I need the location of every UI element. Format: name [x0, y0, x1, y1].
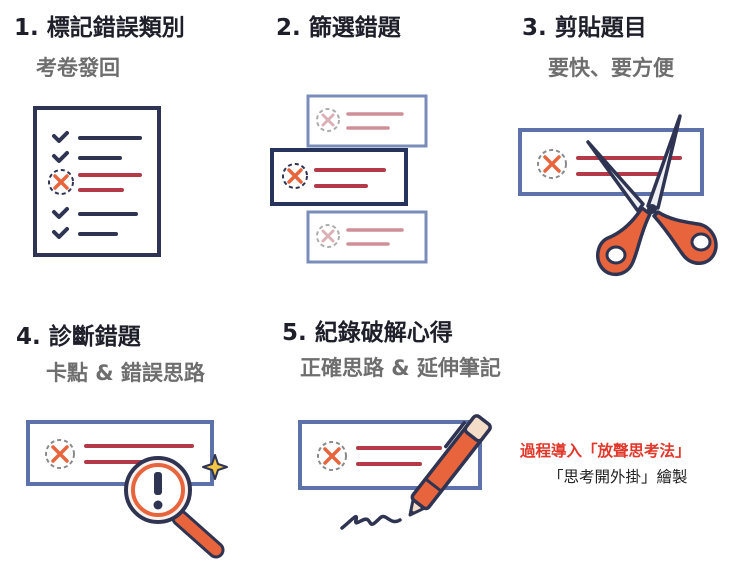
step-4-subtitle: 卡點 & 錯誤思路	[46, 361, 205, 385]
error-x-icon	[316, 224, 340, 248]
signature-scribble-icon	[340, 514, 402, 530]
magnifying-glass-icon	[124, 456, 225, 559]
author-credit-line: 「思考開外掛」繪製	[548, 468, 688, 486]
error-x-icon	[45, 439, 75, 469]
step-5-subtitle: 正確思路 & 延伸筆記	[300, 356, 501, 380]
sparkle-icon	[202, 454, 228, 480]
check-mark-icon	[52, 227, 69, 239]
scissors-icon	[586, 114, 718, 277]
checklist-illustration	[33, 106, 161, 257]
step-3-subtitle: 要快、要方便	[548, 56, 674, 80]
error-x-icon	[316, 108, 340, 132]
check-mark-icon	[52, 151, 69, 163]
step-1-title: 1. 標記錯誤類別	[14, 15, 185, 41]
scissors-illustration	[518, 114, 718, 277]
step-1-subtitle: 考卷發回	[36, 56, 120, 80]
error-x-icon	[282, 163, 308, 189]
error-x-icon	[317, 441, 347, 471]
step-4-title: 4. 診斷錯題	[16, 324, 141, 350]
magnifier-illustration	[26, 420, 228, 559]
check-mark-icon	[52, 131, 69, 143]
filter-cards-illustration	[270, 94, 428, 264]
pen-note-illustration	[298, 414, 492, 530]
error-x-icon	[537, 149, 567, 179]
error-x-icon	[48, 169, 74, 195]
step-3-title: 3. 剪貼題目	[522, 15, 647, 41]
step-5-title: 5. 紀錄破解心得	[282, 320, 453, 346]
step-2-title: 2. 篩選錯題	[276, 15, 401, 41]
check-mark-icon	[52, 207, 69, 219]
pen-icon	[408, 414, 492, 517]
method-credit-line: 過程導入「放聲思考法」	[520, 442, 691, 460]
